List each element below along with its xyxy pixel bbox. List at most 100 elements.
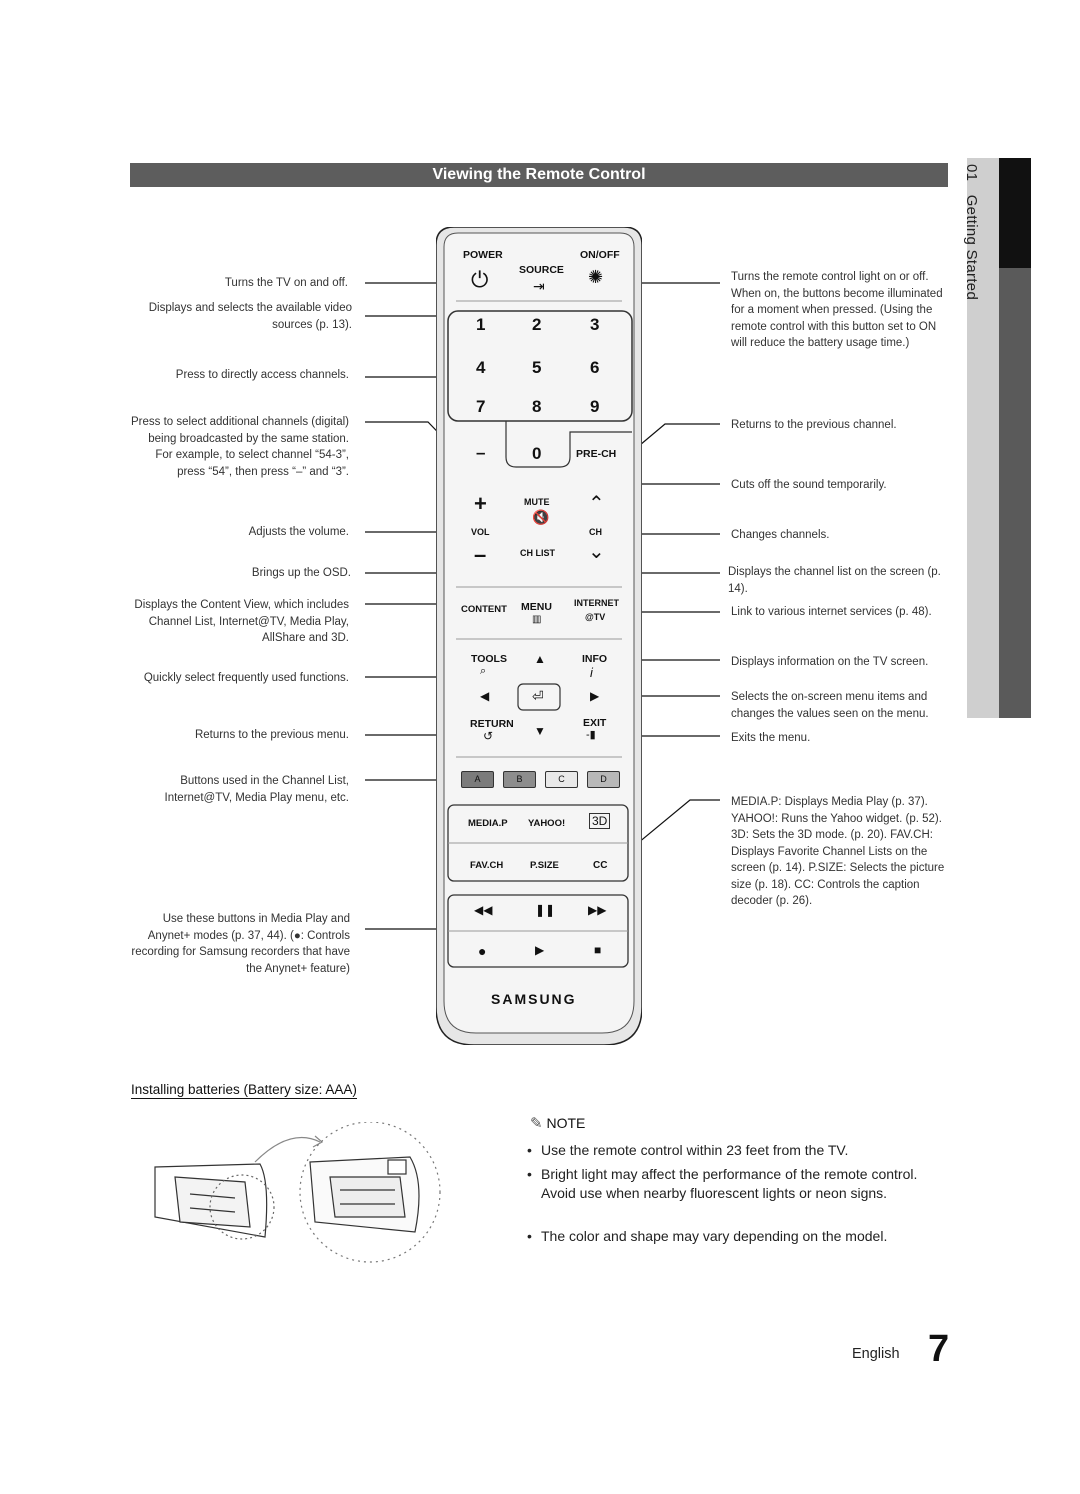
color-button-a[interactable]: A [461, 771, 494, 788]
note-heading: ✎ NOTE [530, 1114, 585, 1132]
yahoo-button[interactable]: YAHOO! [528, 818, 566, 829]
digit-7-button[interactable]: 7 [476, 397, 486, 416]
digit-9-button[interactable]: 9 [590, 397, 600, 416]
digit-6-button[interactable]: 6 [590, 358, 600, 377]
3d-button-icon[interactable]: 3D [589, 813, 611, 829]
dash-button[interactable]: – [476, 443, 486, 462]
tools-button[interactable]: TOOLS [471, 653, 507, 665]
battery-installation-illustration [154, 1122, 441, 1263]
annotation-menu: Brings up the OSD. [251, 567, 351, 579]
channel-down-button[interactable]: ⌄ [588, 541, 605, 563]
footer-language: English [852, 1346, 900, 1362]
vol-label: VOL [471, 527, 490, 537]
annotation-mute: Cuts off the sound temporarily. [731, 479, 887, 491]
cc-button[interactable]: CC [593, 860, 608, 871]
note-item: •The color and shape may vary depending … [527, 1227, 927, 1246]
light-button-icon[interactable]: ✺ [588, 267, 604, 287]
pencil-icon: ✎ [530, 1115, 543, 1132]
color-button-b[interactable]: B [503, 771, 536, 788]
info-icon: i [590, 665, 593, 680]
annotation-exit: Exits the menu. [731, 732, 811, 744]
exit-icon: -▮ [586, 729, 596, 741]
return-button[interactable]: RETURN [470, 718, 514, 730]
annotation-channel: Changes channels. [731, 529, 830, 541]
pause-button-icon[interactable]: ❚❚ [535, 903, 556, 917]
digit-8-button[interactable]: 8 [532, 397, 542, 416]
arrow-down-button[interactable]: ▼ [534, 724, 546, 738]
psize-button[interactable]: P.SIZE [530, 860, 559, 871]
chlist-button[interactable]: CH LIST [520, 548, 555, 558]
digit-0-button[interactable]: 0 [532, 444, 542, 463]
enter-button[interactable]: ⏎ [532, 688, 544, 704]
fast-forward-button-icon[interactable]: ▶▶ [588, 903, 607, 917]
stop-button-icon[interactable]: ■ [594, 943, 602, 957]
note-item: •Use the remote control within 23 feet f… [527, 1141, 927, 1160]
volume-up-button[interactable]: + [474, 491, 487, 516]
digit-5-button[interactable]: 5 [532, 358, 542, 377]
note-text: Use the remote control within 23 feet fr… [541, 1142, 849, 1158]
color-button-c[interactable]: C [545, 771, 578, 788]
info-button[interactable]: INFO [582, 653, 608, 665]
chapter-label: 01 Getting Started [963, 164, 980, 300]
annotation-power: Turns the TV on and off. [224, 277, 348, 289]
mute-label: MUTE [524, 497, 550, 507]
digit-1-button[interactable]: 1 [476, 315, 486, 334]
annotation-arrows: Selects the on-screen menu items and cha… [731, 691, 929, 720]
samsung-logo: SAMSUNG [491, 991, 577, 1007]
annotation-dash-button: Press to select additional channels (dig… [131, 416, 349, 478]
internet-label: INTERNET [574, 598, 619, 608]
digit-3-button[interactable]: 3 [590, 315, 600, 334]
mediap-button[interactable]: MEDIA.P [468, 818, 508, 829]
battery-heading: Installing batteries (Battery size: AAA) [131, 1082, 357, 1099]
annotation-onoff-light: Turns the remote control light on or off… [731, 271, 943, 349]
menu-button[interactable]: MENU [521, 601, 552, 613]
remote-body [436, 227, 642, 1045]
rewind-button-icon[interactable]: ◀◀ [474, 903, 493, 917]
mute-icon[interactable]: 🔇 [532, 509, 550, 525]
content-button[interactable]: CONTENT [461, 604, 507, 615]
annotation-info: Displays information on the TV screen. [731, 656, 929, 668]
source-button-icon[interactable]: ⇥ [533, 278, 545, 294]
play-button-icon[interactable]: ▶ [535, 943, 545, 957]
annotation-playback: Use these buttons in Media Play and Anyn… [131, 913, 350, 975]
color-button-d[interactable]: D [587, 771, 620, 788]
source-label: SOURCE [519, 264, 564, 276]
annotation-number-buttons: Press to directly access channels. [175, 369, 349, 381]
return-icon: ↺ [483, 729, 494, 743]
annotation-internet: Link to various internet services (p. 48… [731, 606, 932, 618]
annotation-special-buttons: MEDIA.P: Displays Media Play (p. 37). YA… [731, 796, 945, 907]
power-button-icon[interactable]: ⏻ [471, 267, 489, 292]
power-label: POWER [463, 249, 503, 261]
tools-icon: ⌕ [480, 665, 487, 677]
arrow-left-button[interactable]: ◀ [480, 689, 490, 703]
annotation-source: Displays and selects the available video… [148, 302, 352, 331]
annotation-tools: Quickly select frequently used functions… [143, 672, 349, 684]
menu-icon: ▥ [532, 614, 542, 625]
chapter-side-tab: 01 Getting Started [963, 158, 1031, 718]
arrow-up-button[interactable]: ▲ [534, 652, 546, 666]
record-button-icon[interactable]: ● [478, 943, 487, 959]
annotation-content: Displays the Content View, which include… [134, 599, 349, 644]
volume-down-button[interactable]: – [474, 542, 487, 567]
annotation-chlist: Displays the channel list on the screen … [728, 566, 941, 595]
note-text: The color and shape may vary depending o… [541, 1228, 888, 1244]
annotation-return: Returns to the previous menu. [194, 729, 349, 741]
page-number: 7 [928, 1328, 950, 1370]
arrow-right-button[interactable]: ▶ [590, 689, 600, 703]
note-text: Bright light may affect the performance … [541, 1166, 918, 1201]
prech-button[interactable]: PRE-CH [576, 448, 617, 460]
ch-label: CH [589, 527, 602, 537]
channel-up-button[interactable]: ⌃ [588, 493, 605, 515]
onoff-label: ON/OFF [580, 249, 620, 261]
remote-control: POWER ON/OFF SOURCE ⏻ ⇥ ✺ 1 2 3 4 5 6 7 … [436, 227, 642, 1045]
exit-button[interactable]: EXIT [583, 717, 607, 729]
note-item: •Bright light may affect the performance… [527, 1165, 927, 1203]
digit-2-button[interactable]: 2 [532, 315, 542, 334]
annotation-volume: Adjusts the volume. [248, 526, 349, 538]
internet-tv-button[interactable]: @TV [585, 612, 606, 622]
note-label: NOTE [546, 1115, 586, 1131]
favch-button[interactable]: FAV.CH [470, 860, 504, 871]
annotation-color-buttons: Buttons used in the Channel List, Intern… [164, 775, 349, 804]
chapter-number: 01 [963, 164, 980, 182]
digit-4-button[interactable]: 4 [476, 358, 486, 377]
